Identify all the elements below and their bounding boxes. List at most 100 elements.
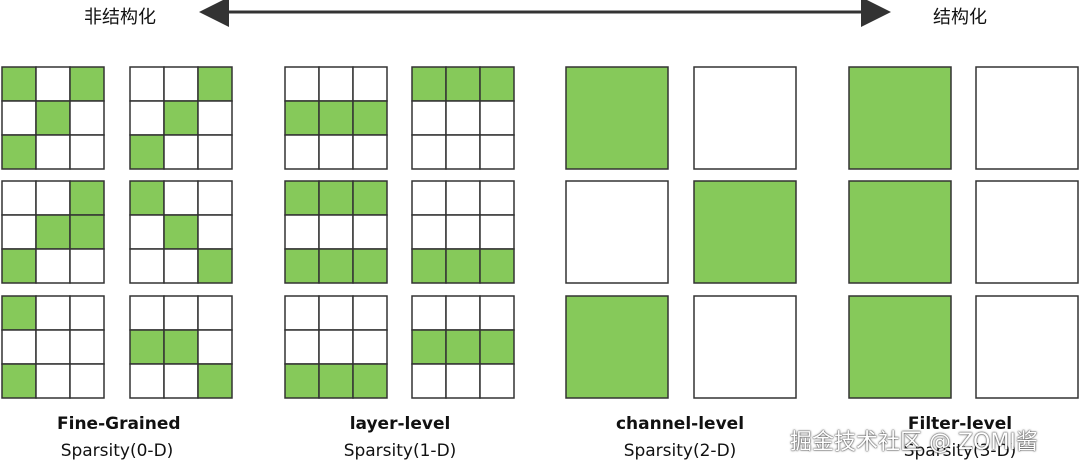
grid-cell-empty	[1, 100, 37, 136]
grid-cell-filled	[129, 329, 165, 365]
grid-cell-filled	[35, 100, 71, 136]
grid-cell-empty	[411, 100, 447, 136]
grid-cell-empty	[197, 100, 233, 136]
watermark: 掘金技术社区 @ ZOMI酱	[790, 430, 1038, 455]
grid-cell-empty	[445, 180, 481, 216]
grid-cell-filled	[479, 66, 515, 102]
block-filled	[848, 180, 952, 284]
grid-cell-empty	[35, 363, 71, 399]
grid-cell-empty	[163, 134, 199, 170]
grid-cell-empty	[411, 295, 447, 331]
grid-cell-filled	[318, 180, 354, 216]
grid-cell-empty	[284, 134, 320, 170]
grid-cell-filled	[129, 180, 165, 216]
grid-cell-empty	[1, 329, 37, 365]
grid-cell-filled	[35, 214, 71, 250]
grid-cell-filled	[69, 66, 105, 102]
grid-cell-filled	[69, 180, 105, 216]
block-filled	[565, 66, 669, 170]
group-title-channel-level: channel-level	[615, 414, 745, 434]
grid-cell-empty	[411, 180, 447, 216]
grid-cell-filled	[1, 295, 37, 331]
grid-cell-empty	[129, 66, 165, 102]
grid-cell-filled	[69, 214, 105, 250]
grid-cell-filled	[352, 248, 388, 284]
grid-cell-empty	[284, 66, 320, 102]
grid-cell-empty	[479, 214, 515, 250]
grid-cell-empty	[35, 180, 71, 216]
axis-right-label: 结构化	[933, 7, 987, 28]
group-subtitle-fine-grained: Sparsity(0-D)	[60, 441, 174, 461]
grid-cell-empty	[35, 248, 71, 284]
grid-cell-empty	[69, 329, 105, 365]
grid-cell-empty	[445, 100, 481, 136]
grid-cell-filled	[1, 66, 37, 102]
grid-cell-filled	[445, 329, 481, 365]
grid-cell-filled	[1, 248, 37, 284]
block-empty	[975, 66, 1079, 170]
grid-cell-filled	[284, 363, 320, 399]
grid-cell-empty	[318, 66, 354, 102]
grid-cell-filled	[352, 363, 388, 399]
group-title-layer-level: layer-level	[349, 414, 451, 434]
grid-cell-empty	[69, 295, 105, 331]
grid-cell-filled	[284, 100, 320, 136]
grid-cell-empty	[284, 214, 320, 250]
block-empty	[975, 180, 1079, 284]
grid-cell-empty	[479, 100, 515, 136]
group-title-fine-grained: Fine-Grained	[57, 414, 181, 434]
group-subtitle-channel-level: Sparsity(2-D)	[623, 441, 737, 461]
grid-cell-empty	[69, 134, 105, 170]
grid-cell-empty	[352, 66, 388, 102]
grid-cell-filled	[445, 248, 481, 284]
grid-cell-empty	[163, 363, 199, 399]
grid-cell-empty	[35, 295, 71, 331]
grid-cell-filled	[318, 100, 354, 136]
grid-cell-empty	[318, 295, 354, 331]
grid-cell-filled	[411, 248, 447, 284]
block-empty	[693, 295, 797, 399]
grid-cell-empty	[1, 180, 37, 216]
grid-cell-empty	[129, 363, 165, 399]
grid-cell-empty	[197, 180, 233, 216]
grid-cell-empty	[318, 134, 354, 170]
grid-cell-empty	[163, 180, 199, 216]
block-filled	[565, 295, 669, 399]
grid-cell-empty	[284, 295, 320, 331]
grid-cell-empty	[479, 134, 515, 170]
block-filled	[693, 180, 797, 284]
grid-cell-empty	[129, 248, 165, 284]
grid-cell-empty	[35, 329, 71, 365]
grid-cell-empty	[197, 214, 233, 250]
grid-cell-filled	[352, 100, 388, 136]
grid-cell-filled	[1, 134, 37, 170]
grid-cell-empty	[35, 134, 71, 170]
grid-cell-filled	[318, 248, 354, 284]
block-filled	[848, 295, 952, 399]
grid-cell-empty	[411, 214, 447, 250]
grid-cell-empty	[197, 295, 233, 331]
grid-cell-empty	[1, 214, 37, 250]
group-subtitle-layer-level: Sparsity(1-D)	[343, 441, 457, 461]
grid-cell-filled	[445, 66, 481, 102]
grid-cell-empty	[411, 363, 447, 399]
grid-cell-filled	[284, 248, 320, 284]
group-title-filter-level: Filter-level	[907, 414, 1013, 434]
grid-cell-filled	[284, 180, 320, 216]
grid-cell-filled	[479, 248, 515, 284]
grid-cell-filled	[163, 214, 199, 250]
grid-cell-empty	[352, 214, 388, 250]
grid-cell-empty	[445, 295, 481, 331]
grid-cell-filled	[163, 329, 199, 365]
grid-cell-empty	[69, 248, 105, 284]
grid-cell-empty	[69, 100, 105, 136]
grid-cell-empty	[352, 134, 388, 170]
grid-cell-empty	[129, 295, 165, 331]
grid-cell-filled	[352, 180, 388, 216]
block-filled	[848, 66, 952, 170]
grid-cell-empty	[129, 214, 165, 250]
grid-cell-empty	[318, 214, 354, 250]
grid-cell-empty	[284, 329, 320, 365]
